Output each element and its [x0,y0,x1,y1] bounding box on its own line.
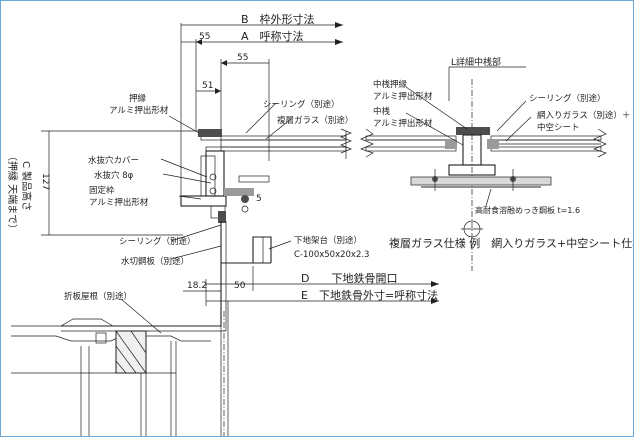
dimension-lines [41,22,439,306]
right-detail [360,66,607,271]
label-sealing-top: シーリング（別途） [263,99,340,110]
dim-c-sub: （押縁 天端まで） [6,151,19,234]
label-mullion-edge: 中桟押縁 [373,79,408,90]
caption: 複層ガラス仕様 例 網入りガラス+中空シート仕様 例 [389,236,634,250]
label-drain-cover: 水抜穴カバー [88,155,139,166]
label-mullion: 中桟 [373,106,391,117]
drawing-text: B 枠外形寸法 A 呼称寸法 55 55 51 5 18.2 50 D 下地鉄骨… [6,12,634,302]
label-base-stand: 下地架台（別途） [294,235,362,246]
label-sealing-right: シーリング（別途） [529,93,606,104]
dim-a-label: A 呼称寸法 [241,29,304,43]
label-fixed-frame: 固定枠 [89,185,115,196]
label-mullion-edge-material: アルミ押出形材 [373,91,433,102]
dim-5: 5 [256,194,262,204]
label-hollow-sheet: 中空シート [537,122,580,133]
label-base-stand-spec: C-100x50x20x2.3 [294,250,369,260]
dim-c-label: C 製品高さ [20,161,33,211]
label-steel-plate: 高耐食溶融めっき鋼板 t=1.6 [475,205,580,215]
label-water-cutter: 水切鋼板（別途） [121,256,189,267]
dim-e-label: E 下地鉄骨外寸=呼称寸法 [301,288,438,302]
left-section [11,102,352,436]
label-sealing-low: シーリング（別途） [119,236,196,247]
label-oshibuchi: 押縁 [129,93,147,104]
label-fixed-frame-material: アルミ押出形材 [89,197,149,208]
label-drain-hole: 水抜穴 8φ [94,170,134,181]
label-folded-roof: 折板屋根（別途） [64,291,132,302]
dim-51: 51 [202,81,213,91]
label-oshibuchi-material: アルミ押出形材 [109,105,169,116]
label-detail-title: L詳細中桟部 [451,56,501,68]
label-double-glass: 複層ガラス（別途） [277,115,353,126]
label-wired-glass: 網入りガラス（別途）＋ [537,110,630,121]
label-mullion-material: アルミ押出形材 [373,118,433,129]
dim-55b: 55 [237,53,248,63]
dim-50: 50 [234,281,246,291]
dim-18-2: 18.2 [187,281,207,291]
dim-b-label: B 枠外形寸法 [241,12,315,26]
dim-d-label: D 下地鉄骨開口 [301,271,397,285]
dim-55a: 55 [199,32,210,42]
dim-127: 127 [40,173,50,190]
